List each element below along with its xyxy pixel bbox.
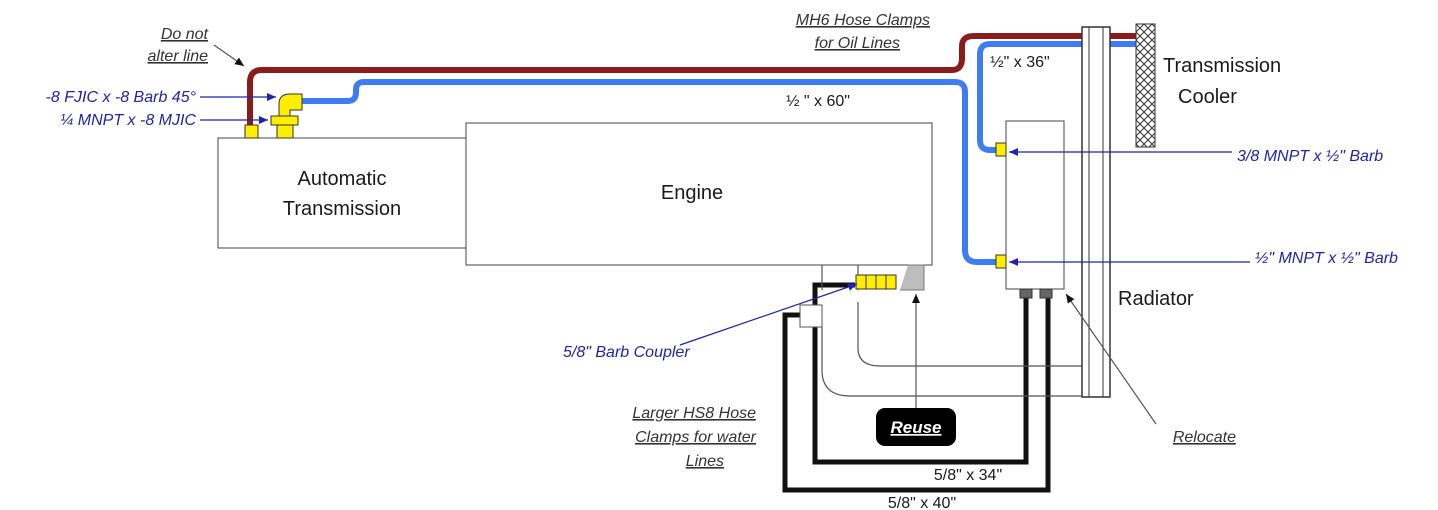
automatic-transmission-block: [217, 137, 467, 249]
oil-lines: [247, 33, 1140, 265]
oil-line-blue-upper: [300, 79, 999, 265]
water-hoses: [782, 282, 1051, 493]
transmission-cooler: [1135, 23, 1156, 148]
fitting-barb-lower: [995, 254, 1007, 269]
hose-label-58-40: 5/8" x 40": [888, 495, 956, 510]
thermostat-housing: [799, 304, 823, 328]
note-hs8-line1: Larger HS8 Hose: [632, 405, 756, 422]
note-mh6-line2: for Oil Lines: [815, 35, 900, 52]
hose-label-half-36: ½" x 36": [990, 54, 1049, 71]
callout-barb-coupler: 5/8" Barb Coupler: [563, 344, 690, 361]
hose-label-58-34: 5/8" x 34": [934, 467, 1002, 484]
note-mh6-line1: MH6 Hose Clamps: [796, 12, 930, 29]
fitting-npt-body: [276, 124, 294, 139]
hose-label-half-60: ½ " x 60": [786, 93, 850, 110]
note-do-not-line1: Do not: [161, 26, 209, 43]
cooler-label-line2: Cooler: [1178, 86, 1237, 108]
oil-line-blue-lower: [977, 41, 1140, 153]
note-relocate: Relocate: [1173, 429, 1236, 446]
radiator: [1081, 26, 1111, 398]
fittings: [244, 93, 1053, 299]
transmission-label-line1: Automatic: [298, 168, 387, 190]
oil-line-dark-red: [247, 33, 1140, 126]
callout-12-barb: ½" MNPT x ½" Barb: [1255, 250, 1398, 267]
note-do-not-line2: alter line: [148, 48, 209, 65]
water-hose-outer: [782, 295, 1051, 493]
fitting-barb-upper: [995, 142, 1007, 157]
tank-port-left: [1019, 288, 1033, 299]
engine-label: Engine: [661, 182, 723, 204]
reuse-label: Reuse: [890, 418, 941, 437]
radiator-label: Radiator: [1118, 288, 1194, 310]
fitting-jic-nut: [270, 115, 299, 126]
tank-port-right: [1039, 288, 1053, 299]
relocate-tank: [1005, 120, 1065, 290]
callout-mnpt-mjic: ¼ MNPT x -8 MJIC: [60, 112, 196, 129]
callout-38-barb: 3/8 MNPT x ½" Barb: [1237, 148, 1383, 165]
barb-coupler: [855, 274, 897, 290]
fitting-transmission-left: [244, 124, 259, 139]
note-hs8-line2: Clamps for water: [635, 429, 757, 446]
water-hose-inner: [812, 282, 1029, 465]
transmission-label-line2: Transmission: [283, 198, 401, 220]
cooler-label-line1: Transmission: [1163, 55, 1281, 77]
reuse-badge: Reuse: [876, 408, 956, 446]
fitting-45-elbow: [278, 93, 303, 117]
note-hs8-line3: Lines: [686, 453, 724, 470]
callout-fjic: -8 FJIC x -8 Barb 45°: [46, 89, 197, 106]
water-pump-outline: [900, 264, 925, 291]
engine-block: [465, 122, 933, 266]
